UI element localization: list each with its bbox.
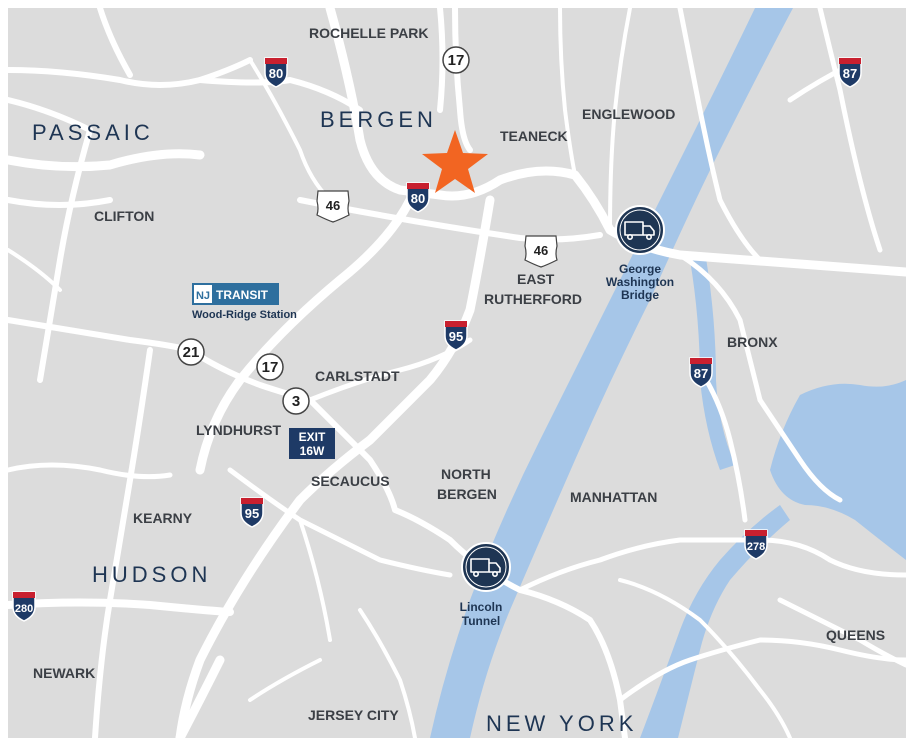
interstate-80-center-number: 80: [411, 191, 425, 206]
route-3: 3: [282, 387, 310, 415]
place-label-north-bergen-1: NORTH: [441, 466, 491, 482]
place-label-east-rutherford-1: EAST: [517, 271, 555, 287]
nj-transit-brand: TRANSIT: [216, 288, 269, 302]
place-label-jersey-city: JERSEY CITY: [308, 707, 399, 723]
exit-sign-line2: 16W: [300, 444, 325, 458]
exit-sign-16w: EXIT 16W: [289, 428, 335, 459]
hudson-river: [430, 8, 793, 738]
route-3-number: 3: [292, 393, 300, 410]
interstate-280: 280: [12, 591, 36, 622]
interstate-280-number: 280: [15, 603, 33, 615]
star-icon[interactable]: [422, 130, 488, 193]
us-route-46-east: 46: [524, 235, 558, 268]
interstate-87-top: 87: [838, 57, 862, 88]
region-label-bergen: BERGEN: [320, 107, 437, 132]
gwb-label-line2: Washington: [606, 275, 674, 289]
place-label-newark: NEWARK: [33, 665, 95, 681]
region-label-passaic: PASSAIC: [32, 120, 154, 145]
interstate-80-center: 80: [406, 182, 430, 213]
place-label-queens: QUEENS: [826, 627, 885, 643]
route-17-top: 17: [442, 46, 470, 74]
gwb-label-line3: Bridge: [621, 288, 659, 302]
interstate-95-south: 95: [240, 497, 264, 528]
interstate-95-center-number: 95: [449, 329, 463, 344]
interstate-87-top-number: 87: [843, 66, 857, 81]
interstate-278: 278: [744, 529, 768, 560]
place-label-secaucus: SECAUCUS: [311, 473, 390, 489]
region-label-new-york: NEW YORK: [486, 711, 637, 736]
lincoln-tunnel-poi[interactable]: [461, 542, 511, 592]
gwb-label-line1: George: [619, 262, 661, 276]
interstate-95-center: 95: [444, 320, 468, 351]
us-route-46-west-number: 46: [326, 198, 340, 213]
land-area: [8, 8, 906, 738]
gwb-poi[interactable]: [615, 205, 665, 255]
interstate-80-top-number: 80: [269, 66, 283, 81]
wood-ridge-station-label: Wood-Ridge Station: [192, 309, 297, 321]
place-label-teaneck: TEANECK: [500, 128, 568, 144]
east-river: [640, 505, 790, 738]
place-label-bronx: BRONX: [727, 334, 778, 350]
region-label-hudson: HUDSON: [92, 562, 211, 587]
route-21: 21: [177, 338, 205, 366]
place-label-carlstadt: CARLSTADT: [315, 368, 400, 384]
truck-icon: [470, 558, 501, 577]
us-route-46-east-number: 46: [534, 243, 548, 258]
flushing-bay: [820, 397, 880, 435]
road-network: [3, 3, 910, 742]
interstate-87-bronx: 87: [689, 357, 713, 388]
place-label-north-bergen-2: BERGEN: [437, 486, 497, 502]
place-label-englewood: ENGLEWOOD: [582, 106, 675, 122]
exit-sign-line1: EXIT: [299, 430, 326, 444]
route-17-top-number: 17: [448, 52, 465, 69]
lincoln-label-line1: Lincoln: [460, 600, 503, 614]
route-17-mid: 17: [256, 353, 284, 381]
interstate-278-number: 278: [747, 541, 765, 553]
lincoln-label-line2: Tunnel: [462, 614, 500, 628]
interstate-95-south-number: 95: [245, 506, 259, 521]
truck-icon: [624, 221, 655, 241]
us-route-46-west: 46: [316, 190, 350, 223]
nj-transit-letter: NJ: [196, 290, 210, 302]
interstate-80-top: 80: [264, 57, 288, 88]
place-label-rochelle-park: ROCHELLE PARK: [309, 25, 429, 41]
place-label-east-rutherford-2: RUTHERFORD: [484, 291, 582, 307]
route-21-number: 21: [183, 344, 200, 361]
place-label-lyndhurst: LYNDHURST: [196, 422, 281, 438]
interstate-87-bronx-number: 87: [694, 366, 708, 381]
route-17-mid-number: 17: [262, 359, 279, 376]
nj-transit-logo: NJ TRANSIT: [192, 283, 279, 305]
place-label-clifton: CLIFTON: [94, 208, 154, 224]
place-label-kearny: KEARNY: [133, 510, 193, 526]
place-label-manhattan: MANHATTAN: [570, 489, 657, 505]
